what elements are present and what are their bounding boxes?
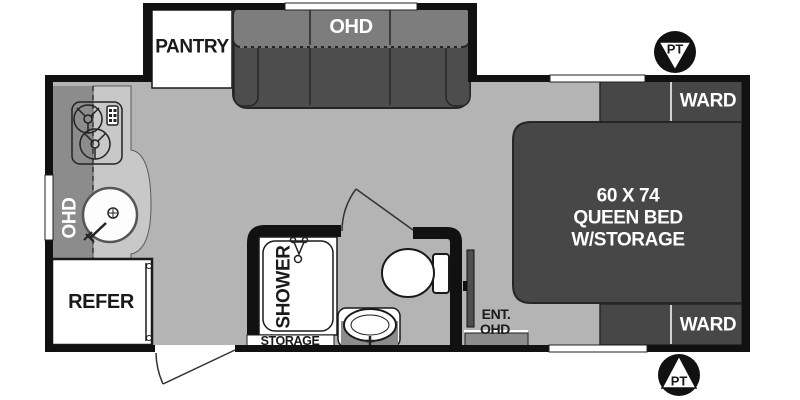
- stove: [71, 101, 123, 165]
- wall-slideout-right: [468, 3, 477, 82]
- shower-pan: [262, 240, 334, 332]
- bedroom-cabinets: [599, 79, 743, 346]
- ent-ohd-label-line2: OHD: [480, 321, 510, 337]
- bathroom: [246, 188, 462, 349]
- tv: [463, 249, 475, 328]
- pt-marker-top: [654, 31, 696, 73]
- ward-top-label: WARD: [679, 90, 737, 112]
- queen-bed: [512, 121, 743, 304]
- stove-knobs-icon: [109, 109, 117, 122]
- bed-size-label: 60 X 74: [596, 185, 660, 207]
- tv-screen-icon: [466, 249, 475, 328]
- entry-door-leaf: [162, 349, 236, 385]
- entry-door-swing: [155, 352, 164, 385]
- refer-hinge-icon: [146, 335, 152, 341]
- bathroom-door-swing: [341, 188, 357, 232]
- window-top: [549, 74, 646, 83]
- wall-slideout-top-right: [417, 3, 477, 10]
- wall-slideout-left: [143, 3, 152, 82]
- wall-top-mid: [468, 75, 550, 82]
- shower-label: SHOWER: [273, 245, 295, 329]
- faucet-handle-icon: [83, 231, 95, 243]
- bathroom-right-wall: [413, 227, 462, 345]
- pantry-label: PANTRY: [155, 36, 229, 58]
- refer-hinge-icon: [146, 263, 152, 269]
- window-bottom: [548, 344, 648, 353]
- sink-bowl-icon: [81, 186, 139, 244]
- pt-triangle-up-icon: [660, 354, 698, 389]
- toilet-bowl-icon: [381, 248, 435, 298]
- pt-bottom-label: PT: [670, 373, 688, 389]
- faucet-icon: [89, 222, 107, 239]
- windows: [44, 2, 648, 353]
- pt-triangle-down-icon: [657, 41, 693, 72]
- wall-top-left: [45, 75, 152, 82]
- shower-head-icon: [289, 236, 309, 264]
- toilet: [381, 248, 450, 298]
- pt-marker-bottom: [658, 354, 700, 396]
- window-left: [44, 174, 54, 241]
- wall-right: [742, 75, 750, 352]
- wall-left-lower: [45, 240, 53, 352]
- bed-storage-label: W/STORAGE: [571, 229, 685, 251]
- ward-bottom-label: WARD: [679, 314, 737, 336]
- tv-bracket-icon: [463, 281, 467, 291]
- window-slideout: [284, 2, 418, 11]
- bathroom-vanity: [337, 307, 401, 348]
- vanity-sink-inner-icon: [350, 314, 390, 336]
- entry-door: [155, 349, 236, 385]
- ent-ohd-label-line1: ENT.: [481, 306, 511, 322]
- sofa-ohd-label: OHD: [329, 16, 373, 38]
- bathroom-door-leaf: [355, 188, 414, 231]
- step-edge: [464, 330, 528, 333]
- refer-label: REFER: [68, 291, 134, 313]
- wall-bottom-left: [45, 345, 155, 352]
- wall-bottom-mid: [235, 345, 549, 352]
- exterior-walls: [45, 3, 750, 352]
- pt-top-label: PT: [666, 41, 684, 57]
- wall-bottom-right: [647, 345, 750, 352]
- kitchen-sink: [81, 186, 139, 244]
- sink-drain-icon: [107, 207, 119, 219]
- storage-label: STORAGE: [260, 333, 320, 348]
- bed-type-label: QUEEN BED: [573, 207, 683, 229]
- wall-left-upper: [45, 75, 53, 175]
- stove-outline: [71, 101, 123, 165]
- toilet-tank-icon: [432, 253, 450, 294]
- sofa: [232, 6, 471, 109]
- wall-top-right: [645, 75, 750, 82]
- kitchen-ohd-label: OHD: [59, 197, 81, 239]
- sink-drain-cross-icon: [109, 209, 117, 217]
- burner-grate-icon: [83, 132, 107, 159]
- wall-slideout-top-left: [143, 3, 285, 10]
